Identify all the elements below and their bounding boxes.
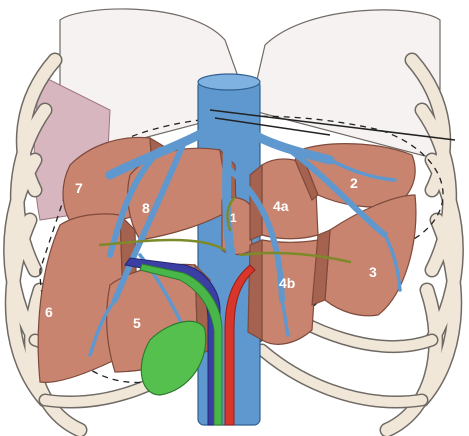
segment-label-7: 7: [75, 180, 83, 196]
segment-label-2: 2: [350, 175, 358, 191]
segment-label-6: 6: [45, 304, 53, 320]
segment-label-4b: 4b: [279, 275, 295, 291]
segment-label-1: 1: [230, 211, 237, 225]
segment-label-4a: 4a: [273, 198, 289, 214]
segment-label-8: 8: [142, 200, 150, 216]
segment-label-3: 3: [369, 264, 377, 280]
segment-label-5: 5: [133, 315, 141, 331]
